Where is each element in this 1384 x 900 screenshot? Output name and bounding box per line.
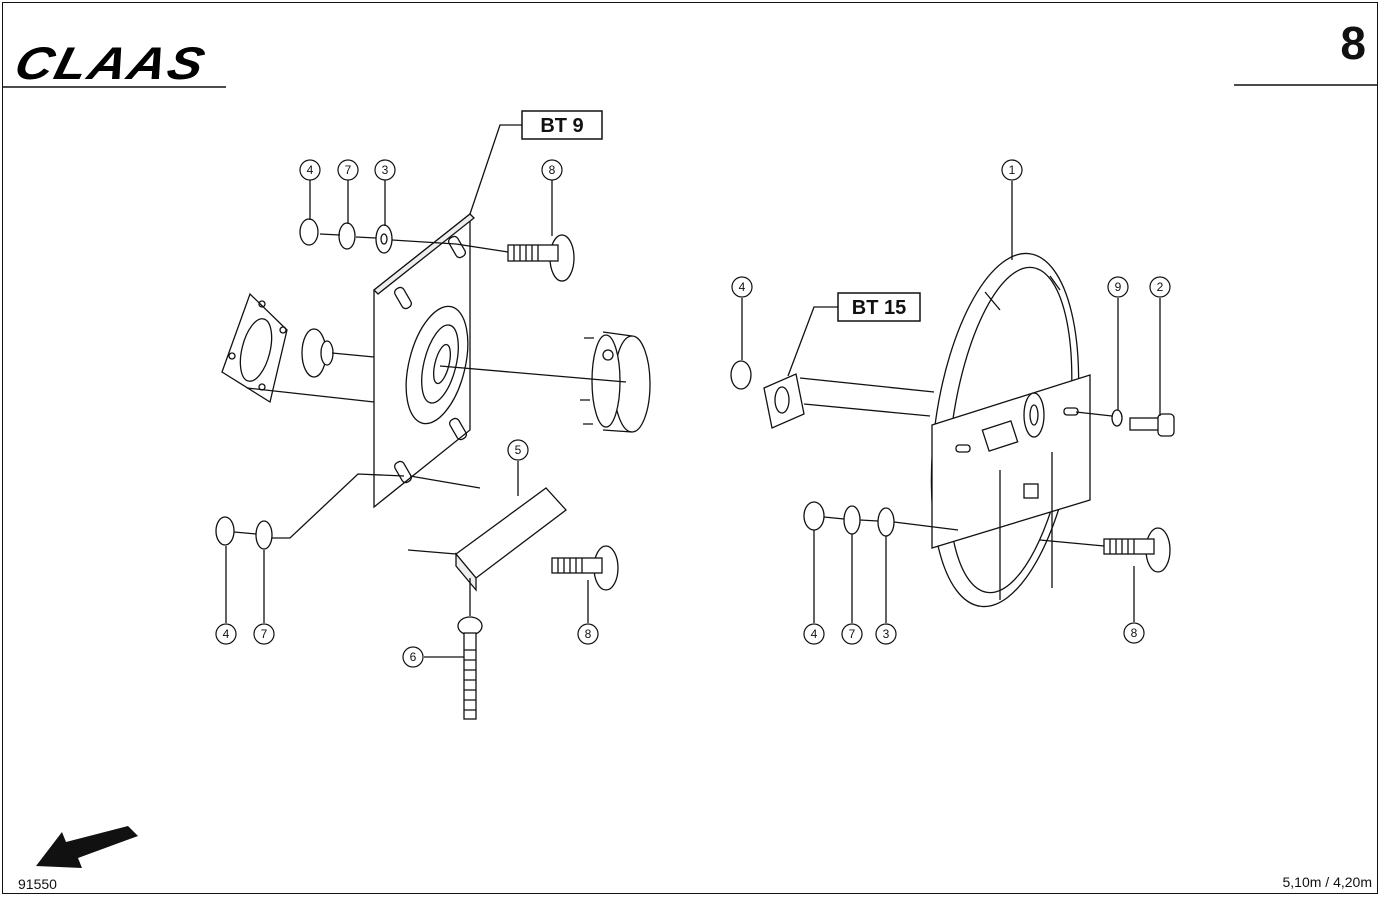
callout-right-4: 4: [731, 276, 753, 298]
svg-text:4: 4: [739, 280, 746, 294]
hex-bolt-right: [1075, 409, 1175, 437]
reference-bt9: BT 9: [521, 110, 603, 140]
callout-left-bottom-7: 7: [253, 623, 275, 645]
mounting-plate: [373, 212, 475, 509]
carriage-bolt-bottom: [551, 545, 619, 591]
hub-cylinder: [439, 331, 651, 433]
angle-bracket: [407, 475, 567, 592]
callout-left-bottom-8: 8: [577, 623, 599, 645]
svg-text:4: 4: [307, 163, 314, 177]
svg-text:8: 8: [1131, 626, 1138, 640]
reference-bt15-label: BT 15: [852, 297, 906, 319]
svg-text:7: 7: [261, 627, 268, 641]
nut-washer-set-bottom: [215, 473, 405, 550]
direction-arrow-icon: [36, 826, 138, 868]
svg-text:8: 8: [549, 163, 556, 177]
svg-text:3: 3: [883, 627, 890, 641]
clamp-plate: [763, 373, 935, 429]
callout-right-bottom-4: 4: [803, 623, 825, 645]
callout-left-top-3: 3: [374, 159, 396, 181]
nut-washer-set-top: [299, 218, 457, 254]
callout-right-bottom-8: 8: [1123, 622, 1145, 644]
callout-right-2: 2: [1149, 276, 1171, 298]
svg-text:9: 9: [1115, 280, 1122, 294]
bearing-flange: [221, 292, 288, 404]
nut-right-top: [730, 360, 752, 390]
wheel-frame: [930, 252, 1091, 608]
svg-text:1: 1: [1009, 163, 1016, 177]
drawing-number: 91550: [18, 876, 57, 892]
callout-left-top-8: 8: [541, 159, 563, 181]
reference-bt15: BT 15: [837, 292, 921, 322]
callout-right-bottom-7: 7: [841, 623, 863, 645]
callout-leaders: [225, 124, 1161, 658]
callout-right-bottom-3: 3: [875, 623, 897, 645]
svg-text:4: 4: [811, 627, 818, 641]
callout-left-6: 6: [402, 646, 424, 668]
callout-right-1: 1: [1001, 159, 1023, 181]
callout-left-bottom-4: 4: [215, 623, 237, 645]
bearing-insert: [301, 328, 375, 378]
svg-text:4: 4: [223, 627, 230, 641]
svg-text:3: 3: [382, 163, 389, 177]
hex-bolt-vertical: [457, 578, 483, 720]
svg-text:7: 7: [345, 163, 352, 177]
nut-washer-set-right: [803, 501, 959, 537]
reference-bt9-label: BT 9: [540, 115, 583, 137]
callout-left-top-7: 7: [337, 159, 359, 181]
carriage-bolt-top: [455, 234, 575, 282]
svg-text:8: 8: [585, 627, 592, 641]
page-number: 8: [1340, 17, 1366, 69]
callout-left-top-4: 4: [299, 159, 321, 181]
svg-text:5: 5: [515, 443, 522, 457]
callout-right-9: 9: [1107, 276, 1129, 298]
size-label: 5,10m / 4,20m: [1282, 874, 1373, 890]
svg-text:7: 7: [849, 627, 856, 641]
svg-text:6: 6: [410, 650, 417, 664]
carriage-bolt-right: [1039, 527, 1171, 573]
svg-text:2: 2: [1157, 280, 1164, 294]
callout-left-5: 5: [507, 439, 529, 461]
leader: [246, 387, 375, 403]
